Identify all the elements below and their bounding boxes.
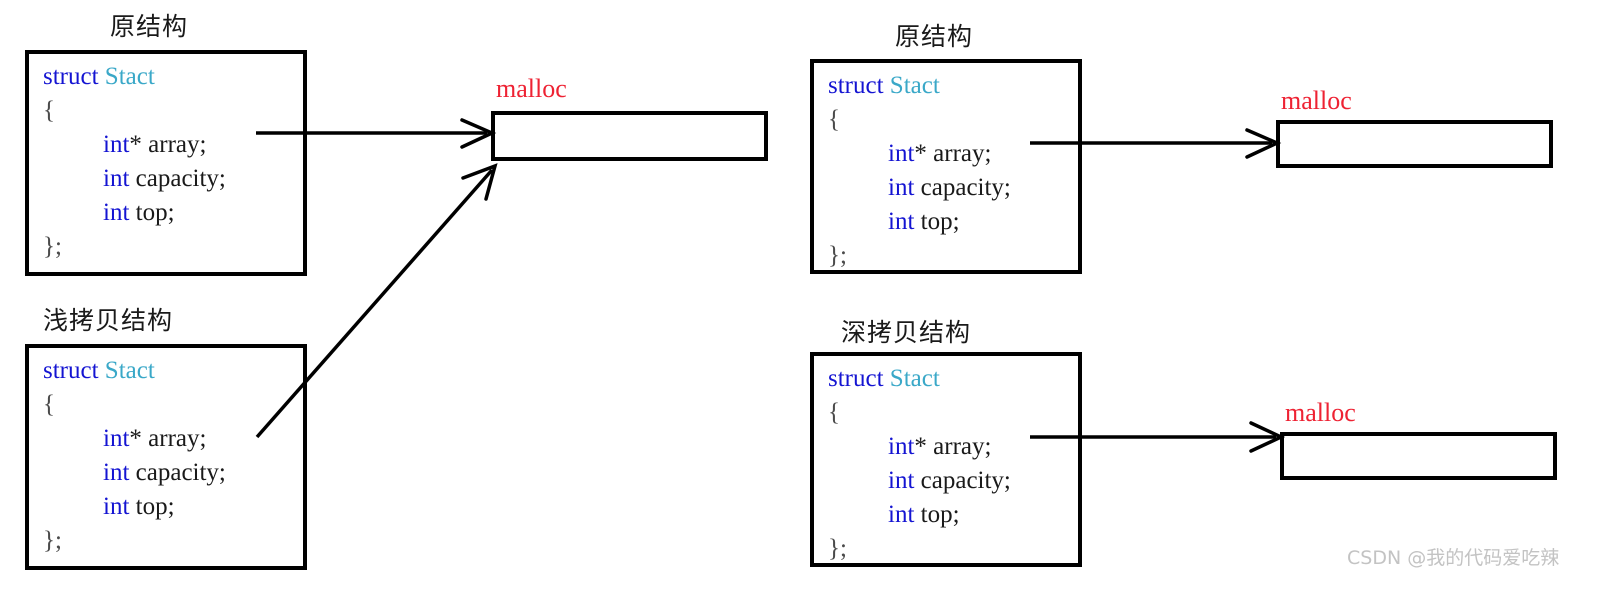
code-token-id: top; (129, 493, 175, 520)
code-line: int capacity; (43, 456, 226, 490)
code-token-type: Stact (104, 63, 155, 90)
code-line: int top; (828, 205, 1011, 239)
code-token-kw: struct (43, 357, 99, 384)
code-token-kw: int (103, 493, 130, 520)
code-token-brace: }; (828, 535, 847, 562)
code-line: }; (43, 524, 226, 558)
struct-box-deep-right: struct Stact{int* array;int capacity;int… (810, 352, 1082, 567)
code-token-kw: int (103, 199, 130, 226)
malloc-label-shared: malloc (496, 74, 567, 103)
code-token-id: top; (914, 208, 960, 235)
code-token-kw: int (888, 501, 915, 528)
struct-box-orig-right: struct Stact{int* array;int capacity;int… (810, 59, 1082, 274)
malloc-label-deep-right: malloc (1285, 398, 1356, 427)
code-token-brace: { (828, 399, 840, 426)
struct-box-shallow-left: struct Stact{int* array;int capacity;int… (25, 344, 307, 570)
code-line: }; (828, 239, 1011, 273)
code-token-brace: }; (43, 527, 62, 554)
code-token-id: * array; (914, 433, 992, 460)
malloc-label-orig-right: malloc (1281, 86, 1352, 115)
code-line: int* array; (43, 422, 226, 456)
code-line: { (43, 388, 226, 422)
code-line: int* array; (43, 128, 226, 162)
code-token-id: capacity; (129, 459, 226, 486)
code-token-brace: }; (828, 242, 847, 269)
malloc-box-shared (491, 111, 768, 161)
malloc-box-orig-right (1276, 120, 1553, 168)
code-line: struct Stact (828, 69, 1011, 103)
code-line: { (43, 94, 226, 128)
code-line: int* array; (828, 430, 1011, 464)
code-token-brace: { (43, 97, 55, 124)
code-line: struct Stact (43, 60, 226, 94)
code-token-id: * array; (129, 131, 207, 158)
code-token-brace: }; (43, 233, 62, 260)
code-token-kw: int (888, 433, 915, 460)
code-line: int capacity; (43, 162, 226, 196)
code-shallow-left: struct Stact{int* array;int capacity;int… (43, 354, 226, 558)
code-line: struct Stact (43, 354, 226, 388)
struct-title-deep-right: 深拷贝结构 (841, 318, 972, 347)
code-token-kw: int (888, 174, 915, 201)
code-token-id: capacity; (129, 165, 226, 192)
code-token-id: * array; (129, 425, 207, 452)
code-deep-right: struct Stact{int* array;int capacity;int… (828, 362, 1011, 566)
code-token-brace: { (43, 391, 55, 418)
code-line: struct Stact (828, 362, 1011, 396)
code-token-id: top; (914, 501, 960, 528)
code-token-id: top; (129, 199, 175, 226)
struct-box-orig-left: struct Stact{int* array;int capacity;int… (25, 50, 307, 276)
code-orig-right: struct Stact{int* array;int capacity;int… (828, 69, 1011, 273)
code-token-kw: struct (828, 72, 884, 99)
code-line: { (828, 103, 1011, 137)
code-token-kw: int (888, 467, 915, 494)
code-token-kw: int (888, 208, 915, 235)
code-line: int top; (43, 196, 226, 230)
code-token-kw: struct (43, 63, 99, 90)
code-token-kw: int (103, 165, 130, 192)
struct-title-orig-right: 原结构 (895, 22, 974, 51)
code-token-kw: int (103, 131, 130, 158)
code-token-kw: int (888, 140, 915, 167)
malloc-box-deep-right (1280, 432, 1557, 480)
code-token-type: Stact (889, 365, 940, 392)
code-line: int* array; (828, 137, 1011, 171)
struct-title-orig-left: 原结构 (110, 12, 189, 41)
code-line: int top; (828, 498, 1011, 532)
csdn-watermark: CSDN @我的代码爱吃辣 (1347, 547, 1560, 569)
code-token-kw: int (103, 459, 130, 486)
code-token-kw: struct (828, 365, 884, 392)
code-token-id: * array; (914, 140, 992, 167)
struct-title-shallow-left: 浅拷贝结构 (43, 306, 174, 335)
code-line: int capacity; (828, 171, 1011, 205)
code-token-type: Stact (889, 72, 940, 99)
code-line: int top; (43, 490, 226, 524)
code-token-type: Stact (104, 357, 155, 384)
code-token-id: capacity; (914, 174, 1011, 201)
code-line: }; (828, 532, 1011, 566)
code-line: }; (43, 230, 226, 264)
code-orig-left: struct Stact{int* array;int capacity;int… (43, 60, 226, 264)
code-line: int capacity; (828, 464, 1011, 498)
code-token-brace: { (828, 106, 840, 133)
code-line: { (828, 396, 1011, 430)
code-token-kw: int (103, 425, 130, 452)
code-token-id: capacity; (914, 467, 1011, 494)
